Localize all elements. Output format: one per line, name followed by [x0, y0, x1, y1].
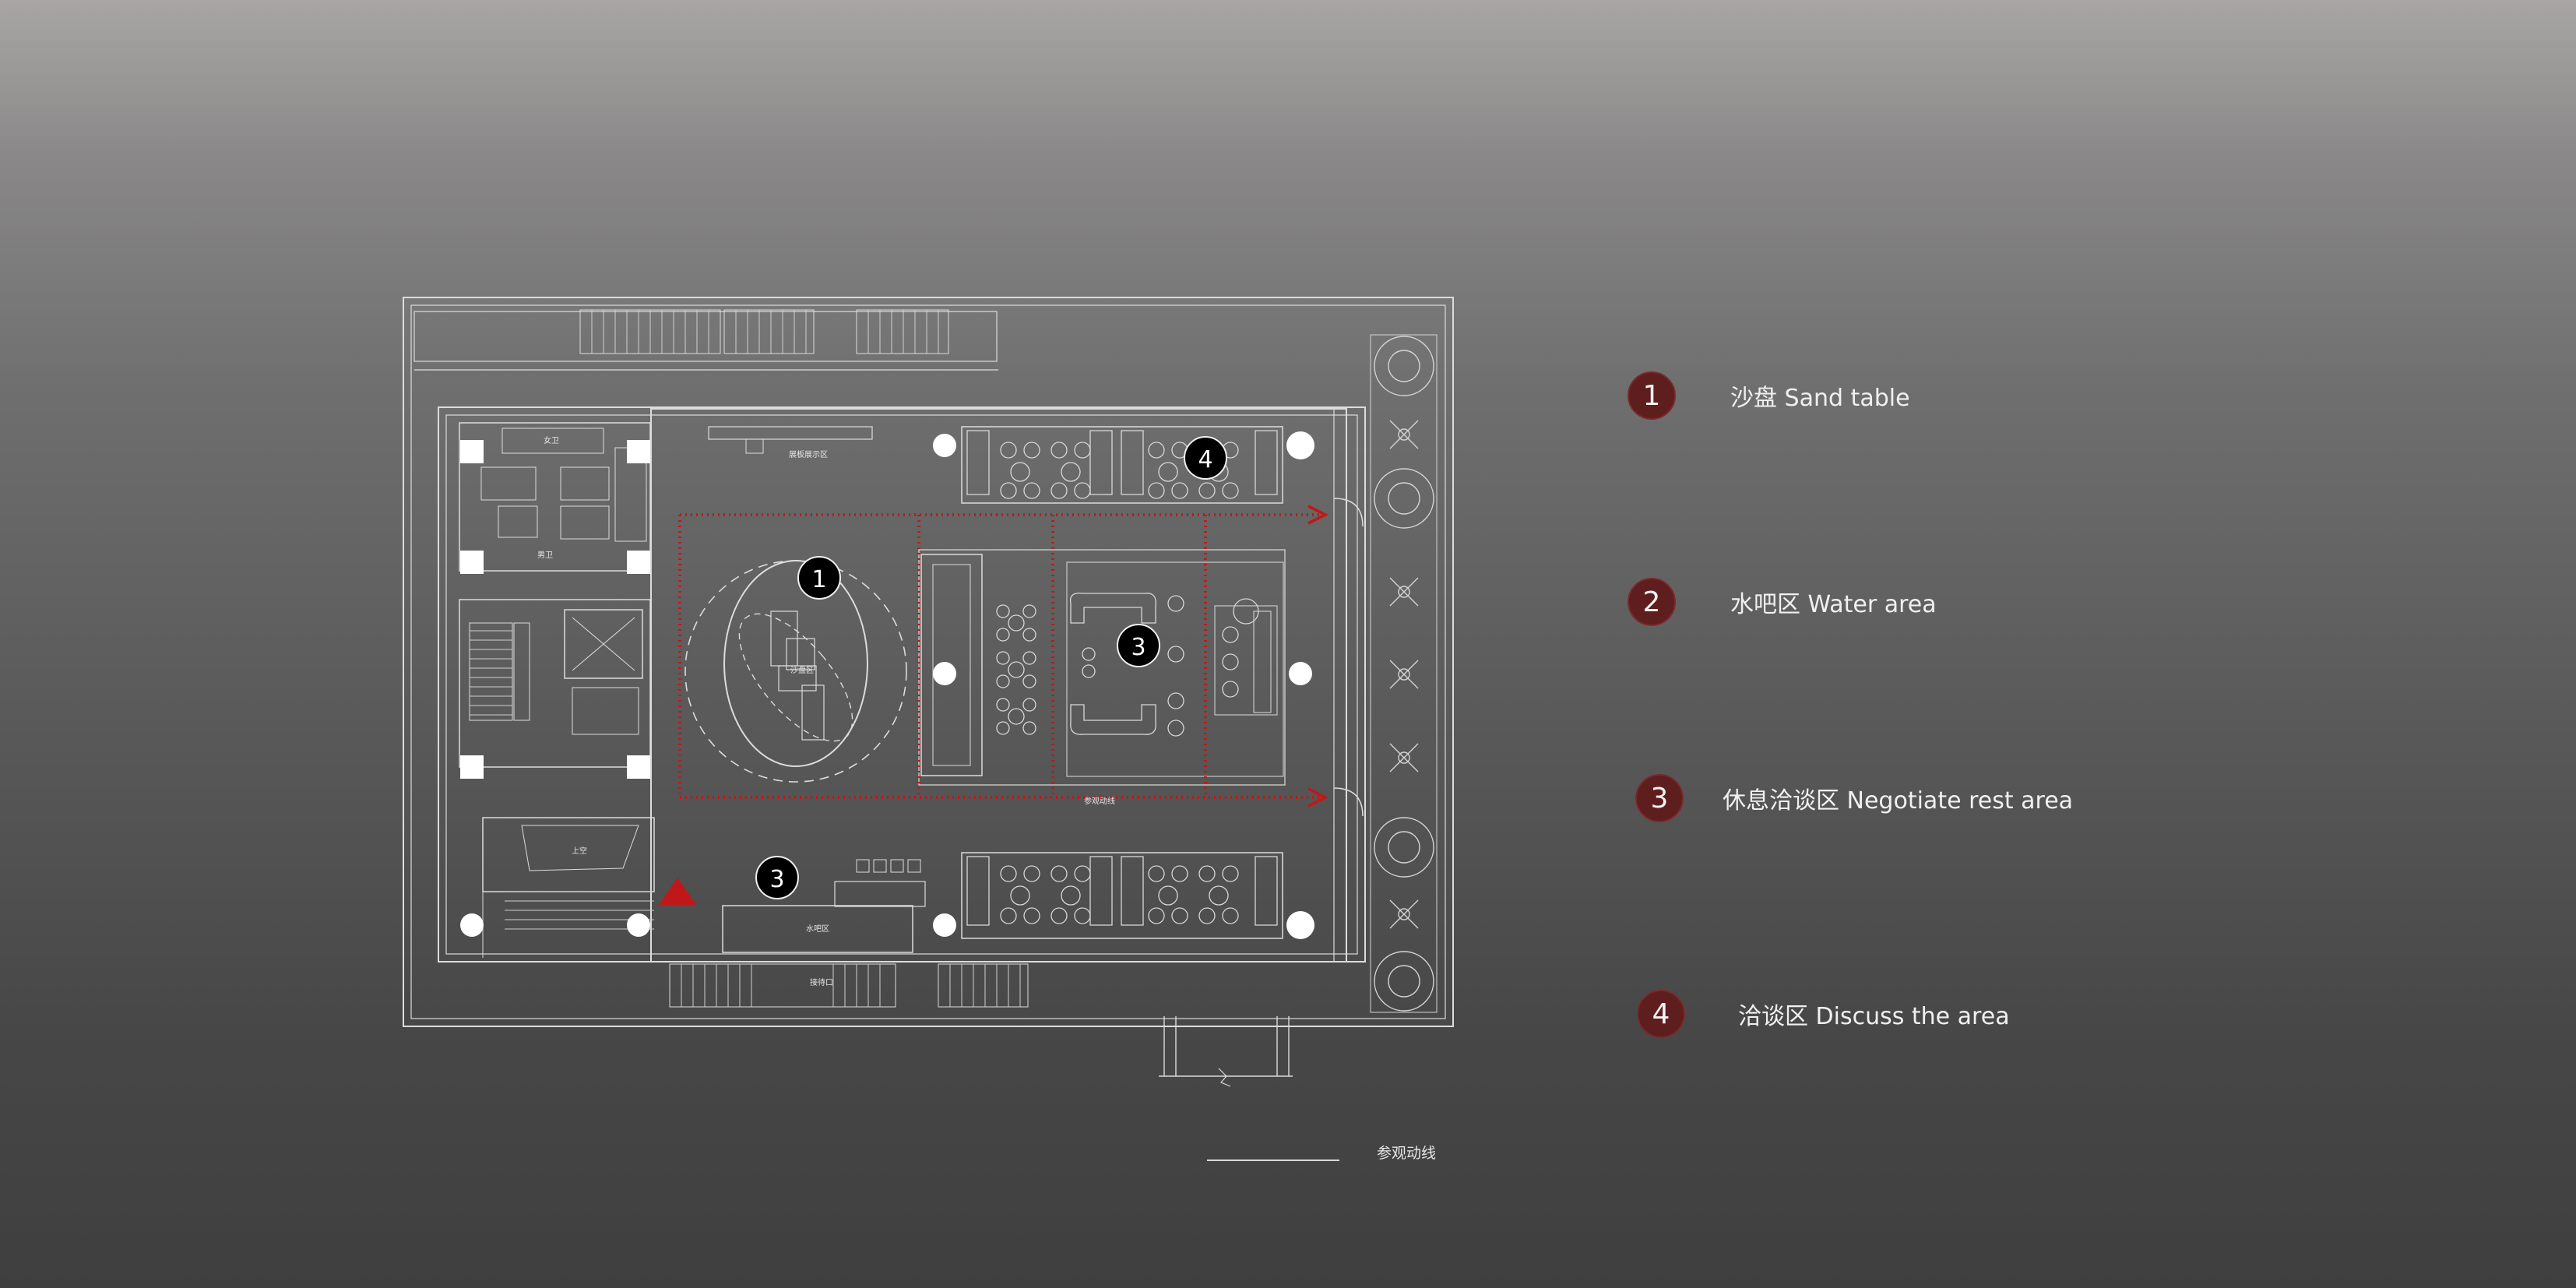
lounge-furniture-top: [966, 430, 1278, 499]
route-arrow-bottom: [1307, 787, 1328, 808]
label-water-bar: 水吧区: [806, 924, 829, 934]
label-upper-void: 上空: [572, 846, 587, 856]
legend-item-rest-area: 3 休息洽谈区 Negotiate rest area: [1635, 773, 2073, 823]
svg-text:1: 1: [811, 566, 826, 593]
label-top-area: 展板展示区: [789, 449, 828, 459]
legend-item-sand-table: 1 沙盘 Sand table: [1628, 371, 1910, 421]
restroom-block: [459, 422, 651, 572]
legend-item-water-area: 2 水吧区 Water area: [1628, 577, 1937, 627]
entrance: [1159, 1016, 1293, 1077]
sand-table: [723, 560, 868, 767]
label-entrance: 接待口: [810, 977, 833, 987]
svg-text:3: 3: [769, 866, 784, 893]
legend-badge-2: 2: [1628, 578, 1676, 626]
route-legend-label: 参观动线: [1377, 1145, 1437, 1162]
top-stairs: [579, 309, 949, 354]
legend-label-4: 洽谈区 Discuss the area: [1738, 1003, 2010, 1030]
rest-area-furniture: [996, 593, 1259, 737]
upper-void: [482, 817, 655, 892]
discuss-area-bottom: [961, 852, 1283, 939]
legend-badge-3: 3: [1635, 774, 1684, 822]
main-floor-outline-inner: [445, 414, 1358, 955]
marker-4: 4: [1184, 436, 1227, 480]
label-restroom-top: 女卫: [544, 435, 559, 445]
svg-text:4: 4: [1198, 446, 1212, 473]
lounge-furniture-bottom: [966, 856, 1278, 926]
bottom-stairs: [669, 963, 1029, 1008]
legend-label-2: 水吧区 Water area: [1730, 591, 1937, 618]
legend-label-1: 沙盘 Sand table: [1730, 385, 1910, 412]
marker-3-rest: 3: [1117, 624, 1160, 667]
entry-triangle: [659, 878, 696, 905]
route-arrow-top: [1307, 505, 1328, 525]
outer-wall-inner: [410, 304, 1446, 1019]
main-floor-outline: [438, 406, 1366, 962]
marker-3-bar: 3: [755, 856, 799, 899]
legend-label-3: 休息洽谈区 Negotiate rest area: [1723, 787, 2074, 815]
route-legend-line: [1207, 1159, 1339, 1161]
discuss-area-top: [961, 426, 1283, 504]
outer-wall: [403, 297, 1454, 1027]
legend-badge-1: 1: [1628, 371, 1676, 420]
stair-core: [459, 599, 651, 768]
planters: [1370, 334, 1438, 1013]
legend-badge-4: 4: [1637, 990, 1685, 1038]
label-sand-table: 沙盘区: [790, 665, 814, 675]
visit-route: [678, 513, 1321, 799]
columns: [460, 431, 1314, 939]
label-restroom-bottom: 男卫: [537, 551, 553, 560]
water-bar-counter: [722, 905, 913, 953]
route-legend: 参观动线: [1207, 1142, 1436, 1163]
label-corridor: 参观动线: [1084, 796, 1115, 806]
legend-item-discuss-area: 4 洽谈区 Discuss the area: [1637, 989, 2010, 1039]
svg-text:3: 3: [1131, 634, 1145, 661]
marker-1: 1: [797, 556, 841, 600]
